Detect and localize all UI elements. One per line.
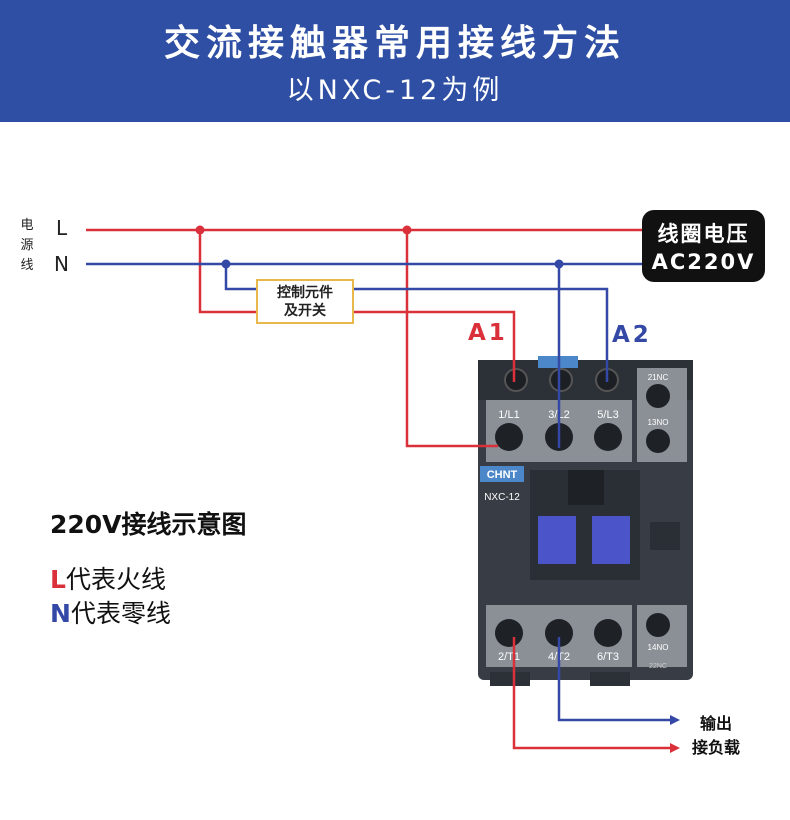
t1-to-load-wire <box>512 637 670 750</box>
terminal-label-22nc: 22NC <box>649 663 667 670</box>
terminal-screw-l1 <box>495 423 523 451</box>
coil-voltage-value: AC220V <box>651 250 756 274</box>
control-switch-box: 控制元件 及开关 <box>256 279 354 324</box>
neutral-wires <box>86 262 670 722</box>
legend-neutral-key: N <box>50 599 71 628</box>
coil-voltage-title: 线圈电压 <box>657 222 750 246</box>
neutral-to-a2-wire <box>224 264 609 382</box>
contact-block-right <box>592 516 630 564</box>
top-screw-2 <box>549 368 573 392</box>
neutral-output-arrow <box>670 715 680 725</box>
page-title: 交流接触器常用接线方法 <box>163 23 626 64</box>
live-junction-2 <box>402 225 412 235</box>
terminal-label-t1: 2/T1 <box>498 651 520 663</box>
coil-voltage-box: 线圈电压 AC220V <box>642 210 765 282</box>
neutral-junction-1 <box>221 259 231 269</box>
output-label: 输出 接负载 <box>692 712 740 760</box>
foot-left <box>490 672 530 686</box>
legend-neutral-text: 代表零线 <box>70 599 171 628</box>
live-to-switch-wire <box>198 230 256 314</box>
terminal-label-14no: 14NO <box>648 643 669 652</box>
legend-neutral: N代表零线 <box>50 594 171 630</box>
live-output-arrow <box>670 743 680 753</box>
a2-label: A2 <box>612 322 652 348</box>
page-subtitle: 以NXC-12为例 <box>286 75 504 106</box>
terminal-screw-13no <box>646 429 670 453</box>
brand-badge <box>480 466 524 482</box>
neutral-line-label: N <box>54 252 69 276</box>
foot-right <box>590 672 630 686</box>
model-label: NXC-12 <box>484 492 520 503</box>
a1-label: A1 <box>468 320 508 346</box>
terminal-label-13no: 13NO <box>648 418 669 427</box>
control-switch-line1: 控制元件 <box>277 285 333 301</box>
terminal-screw-14no <box>646 613 670 637</box>
live-wires <box>86 228 670 750</box>
output-label-line2: 接负载 <box>692 738 741 757</box>
brand-logo: CHNT <box>487 469 518 481</box>
terminal-label-l3: 5/L3 <box>597 409 618 421</box>
legend-live-text: 代表火线 <box>65 565 166 594</box>
output-label-line1: 输出 <box>700 714 733 733</box>
terminal-screw-t1 <box>495 619 523 647</box>
legend-live-key: L <box>50 565 66 594</box>
terminal-screw-t3 <box>594 619 622 647</box>
t2-to-load-wire <box>557 637 670 722</box>
header-banner: 交流接触器常用接线方法 以NXC-12为例 <box>0 0 790 122</box>
contactor-device: 1/L1 3/L2 5/L3 21NC 13NO CHNT NXC-12 2/T… <box>478 356 693 686</box>
live-line-label: L <box>56 216 68 240</box>
terminal-label-l1: 1/L1 <box>498 409 519 421</box>
live-to-l1-wire <box>405 230 498 448</box>
legend-live: L代表火线 <box>50 560 166 596</box>
top-screw-1 <box>504 368 528 392</box>
terminal-label-21nc: 21NC <box>648 373 669 382</box>
neutral-junction-2 <box>554 259 564 269</box>
live-junction-1 <box>195 225 205 235</box>
side-window <box>650 522 680 550</box>
terminal-screw-21nc <box>646 384 670 408</box>
contact-block-left <box>538 516 576 564</box>
terminal-screw-l3 <box>594 423 622 451</box>
control-switch-line2: 及开关 <box>284 303 326 319</box>
power-line-label: 电源线 <box>20 218 34 273</box>
center-slot <box>568 470 604 505</box>
terminal-screw-t2 <box>545 619 573 647</box>
terminal-label-t3: 6/T3 <box>597 651 619 663</box>
legend-title: 220V接线示意图 <box>50 510 247 539</box>
